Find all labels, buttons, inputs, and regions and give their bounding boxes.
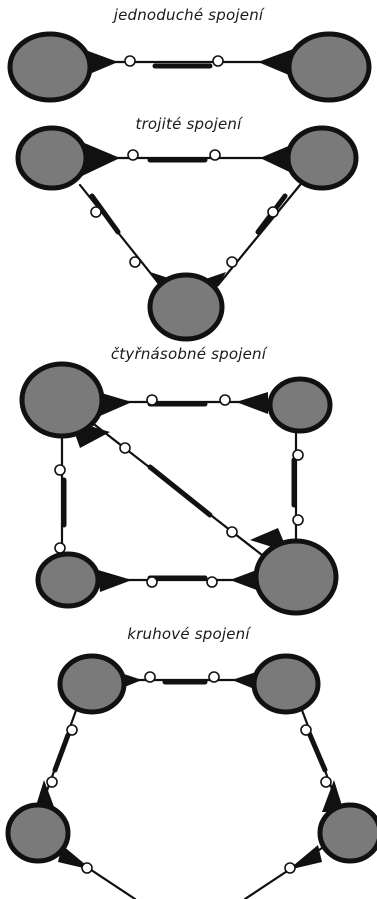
ring-marker [81,862,93,874]
anchor-node [317,802,377,864]
caption-circular: kruhové spojení [127,625,250,643]
ring-marker [66,724,78,736]
ring-marker [226,526,238,538]
ring-marker [90,206,102,218]
link-line [307,732,328,773]
ring-marker [206,576,218,588]
anchor-node [35,551,101,609]
anchor-node [15,125,89,191]
anchor-node [286,31,372,103]
caption-single: jednoduché spojení [113,6,264,24]
anchor-node [19,361,105,439]
ring-marker [320,776,332,788]
strap-wedge [236,392,268,414]
diagram-quadruple [19,361,339,616]
ring-marker [209,149,221,161]
strap-wedge [98,392,132,416]
anchor-node [253,538,339,616]
ring-marker [208,671,220,683]
anchor-node [57,653,127,715]
anchor-node [5,802,71,864]
strap-wedge [82,142,120,176]
ring-marker [284,862,296,874]
ring-marker [212,55,224,67]
ring-marker [119,442,131,454]
ring-marker [144,671,156,683]
ring-marker [127,149,139,161]
caption-triple: trojité spojení [135,115,242,133]
strap-wedge [98,570,132,592]
anchor-node [251,653,321,715]
link-line [52,732,71,773]
ring-marker [146,394,158,406]
ring-marker [146,576,158,588]
anchor-node [285,125,359,191]
diagram-circular [5,653,377,899]
link-line [89,193,121,235]
ring-marker [46,776,58,788]
ring-marker [267,206,279,218]
ring-marker [292,514,304,526]
strap-wedge [322,780,344,812]
strap-wedge [288,845,322,870]
ring-marker [226,256,238,268]
ring-marker [54,464,66,476]
ring-marker [124,55,136,67]
ring-marker [219,394,231,406]
link-line [147,464,213,518]
diagram-single [7,31,372,103]
diagram-triple [15,125,359,342]
link-line [216,183,302,287]
ring-marker [54,542,66,554]
ring-marker [292,449,304,461]
ring-marker [300,724,312,736]
anchor-node [147,272,225,342]
strap-wedge [258,48,296,78]
caption-quadruple: čtyřnásobné spojení [110,345,267,363]
anchor-node [7,31,93,103]
anchor-node [267,376,333,434]
ring-marker [129,256,141,268]
